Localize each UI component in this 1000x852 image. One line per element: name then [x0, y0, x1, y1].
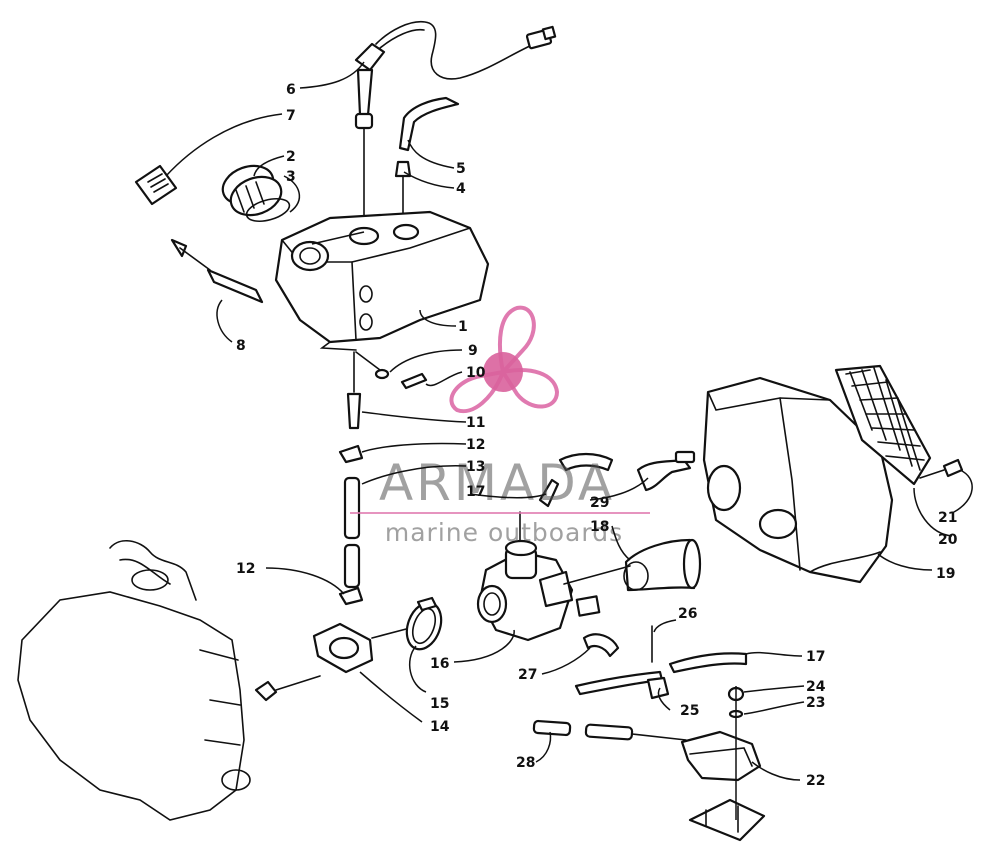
callout-24: 24: [806, 679, 826, 695]
oil-tank: [274, 210, 490, 351]
callout-8: 8: [236, 338, 246, 354]
watermark-brand: ARMADA: [379, 454, 615, 512]
callout-labels: 6 7 2 3 5 4 1 8 9 10 11 12 13 17 29 18 1…: [236, 82, 958, 789]
callout-5: 5: [456, 161, 466, 177]
callout-6: 6: [286, 82, 296, 98]
callout-7: 7: [286, 108, 296, 124]
callout-29: 29: [590, 495, 609, 511]
callout-12b: 12: [236, 561, 255, 577]
callout-17a: 17: [466, 484, 485, 500]
callout-11: 11: [466, 415, 485, 431]
silencer-screen: [834, 364, 932, 486]
engine-block: [17, 540, 321, 821]
callout-16: 16: [430, 656, 449, 672]
callout-15: 15: [430, 696, 449, 712]
callout-21: 21: [938, 510, 957, 526]
callout-28: 28: [516, 755, 535, 771]
armada-watermark: ARMADA marine outboards: [350, 305, 650, 547]
washer-and-bolt: [355, 351, 428, 390]
fuel-pump: [532, 719, 766, 842]
callout-12a: 12: [466, 437, 485, 453]
callout-1: 1: [458, 319, 468, 335]
fuel-line-fittings: [338, 351, 364, 606]
filter-screen-and-ring: [221, 164, 291, 223]
callout-13: 13: [466, 459, 485, 475]
callout-17b: 17: [806, 649, 825, 665]
watermark-tagline: marine outboards: [385, 518, 623, 547]
callout-14: 14: [430, 719, 450, 735]
callout-23: 23: [806, 695, 825, 711]
callout-2: 2: [286, 149, 296, 165]
callout-10: 10: [466, 365, 486, 381]
sender-wire-assembly: [354, 20, 557, 233]
callout-4: 4: [456, 181, 466, 197]
tank-sleeve: [170, 238, 264, 304]
callout-26: 26: [678, 606, 697, 622]
intake-flange: [312, 622, 411, 674]
callout-3: 3: [286, 169, 296, 185]
vent-hose: [394, 96, 460, 225]
silencer-screw: [919, 458, 964, 479]
callout-20: 20: [938, 532, 958, 548]
air-silencer: [702, 376, 894, 584]
callout-leaders: [165, 61, 973, 820]
carb-hoses-and-boot: [558, 450, 702, 592]
fuel-pump-hoses: [574, 625, 748, 719]
callout-25: 25: [680, 703, 699, 719]
callout-18: 18: [590, 519, 609, 535]
intake-clamp: [405, 596, 443, 651]
callout-27: 27: [518, 667, 537, 683]
callout-9: 9: [468, 343, 478, 359]
propeller-logo-icon: [449, 305, 560, 414]
carburetor: [476, 478, 601, 642]
callout-19: 19: [936, 566, 955, 582]
callout-22: 22: [806, 773, 825, 789]
